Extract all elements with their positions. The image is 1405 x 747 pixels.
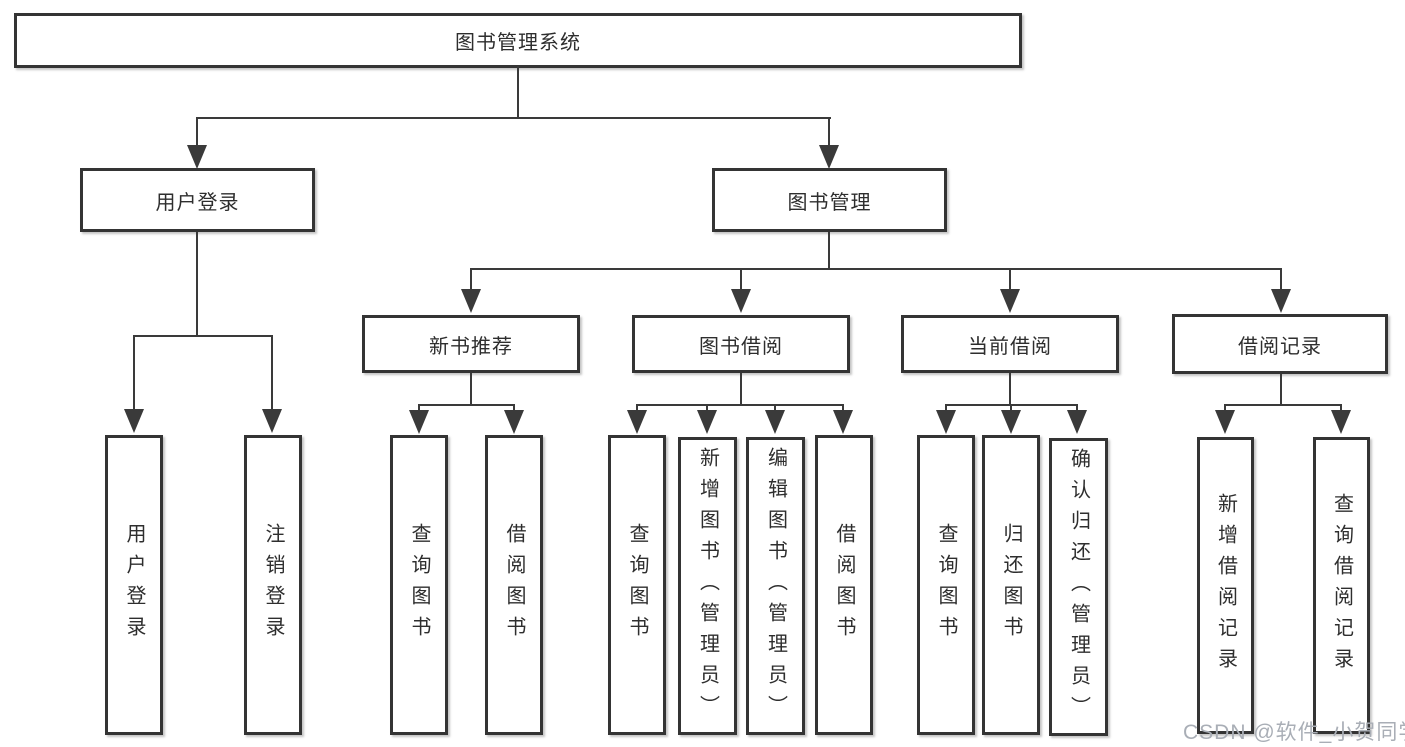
connector-line <box>1224 404 1226 411</box>
leaf-logout: 注销登录 <box>244 435 302 735</box>
connector-line <box>1280 374 1282 406</box>
leaf-add-borrow-record: 新增借阅记录 <box>1197 437 1254 734</box>
connector-line <box>1009 268 1011 290</box>
arrow-down-icon <box>833 410 853 434</box>
arrow-down-icon <box>819 145 839 169</box>
arrow-down-icon <box>1001 410 1021 434</box>
leaf-add-borrow-record-label: 新增借阅记录 <box>1214 492 1237 679</box>
csdn-watermark: CSDN @软件_小贺同学 <box>1183 721 1405 744</box>
leaf-query-books-recommend-label: 查询图书 <box>408 523 430 647</box>
arrow-down-icon <box>697 410 717 434</box>
connector-line <box>1076 404 1078 411</box>
node-borrow-records-label: 借阅记录 <box>1238 335 1322 358</box>
connector-line <box>418 404 420 411</box>
connector-line <box>706 404 708 411</box>
connector-line <box>636 404 844 406</box>
node-user-login-label: 用户登录 <box>155 191 240 214</box>
arrow-down-icon <box>1331 410 1351 434</box>
connector-line <box>945 404 947 411</box>
node-user-login: 用户登录 <box>80 168 315 232</box>
arrow-down-icon <box>731 289 751 313</box>
connector-line <box>740 268 742 290</box>
connector-line <box>470 268 472 290</box>
connector-line <box>517 66 519 118</box>
leaf-borrow-books: 借阅图书 <box>815 435 873 735</box>
connector-line <box>1009 373 1011 406</box>
leaf-user-login: 用户登录 <box>105 435 163 735</box>
connector-line <box>1224 404 1342 406</box>
connector-line <box>828 117 830 147</box>
connector-line <box>774 404 776 411</box>
connector-line <box>133 335 135 410</box>
connector-line <box>196 232 198 337</box>
arrow-down-icon <box>409 410 429 434</box>
node-current-borrow: 当前借阅 <box>901 315 1119 373</box>
leaf-query-borrow-record: 查询借阅记录 <box>1313 437 1370 734</box>
connector-line <box>470 268 1281 270</box>
leaf-user-login-label: 用户登录 <box>123 523 145 647</box>
leaf-logout-label: 注销登录 <box>262 523 284 647</box>
arrow-down-icon <box>262 409 282 433</box>
leaf-confirm-return-admin-label: 确认归还（管理员） <box>1067 447 1090 727</box>
arrow-down-icon <box>504 410 524 434</box>
arrow-down-icon <box>936 410 956 434</box>
connector-line <box>636 404 638 411</box>
arrow-down-icon <box>765 410 785 434</box>
leaf-query-books-recommend: 查询图书 <box>390 435 448 735</box>
node-new-book-recommend: 新书推荐 <box>362 315 580 373</box>
leaf-query-books-current: 查询图书 <box>917 435 975 735</box>
connector-line <box>740 373 742 406</box>
connector-line <box>133 335 273 337</box>
connector-line <box>418 404 515 406</box>
arrow-down-icon <box>461 289 481 313</box>
node-book-management-label: 图书管理 <box>787 191 872 214</box>
leaf-confirm-return-admin: 确认归还（管理员） <box>1049 438 1108 736</box>
node-root: 图书管理系统 <box>14 13 1022 68</box>
connector-line <box>470 373 472 406</box>
connector-line <box>196 117 198 147</box>
arrow-down-icon <box>1271 289 1291 313</box>
leaf-return-books-label: 归还图书 <box>1000 523 1022 647</box>
leaf-borrow-books-recommend-label: 借阅图书 <box>503 523 525 647</box>
connector-line <box>513 404 515 411</box>
leaf-query-books-current-label: 查询图书 <box>935 523 957 647</box>
connector-line <box>271 335 273 410</box>
arrow-down-icon <box>1215 410 1235 434</box>
leaf-query-books-borrow: 查询图书 <box>608 435 666 735</box>
connector-line <box>828 232 830 269</box>
connector-line <box>842 404 844 411</box>
arrow-down-icon <box>1067 410 1087 434</box>
leaf-query-borrow-record-label: 查询借阅记录 <box>1330 492 1353 679</box>
connector-line <box>1340 404 1342 411</box>
arrow-down-icon <box>1000 289 1020 313</box>
leaf-return-books: 归还图书 <box>982 435 1040 735</box>
leaf-borrow-books-label: 借阅图书 <box>833 523 855 647</box>
arrow-down-icon <box>124 409 144 433</box>
leaf-edit-books-admin-label: 编辑图书（管理员） <box>764 446 787 726</box>
connector-line <box>1010 404 1012 411</box>
node-book-borrow: 图书借阅 <box>632 315 850 373</box>
node-borrow-records: 借阅记录 <box>1172 314 1388 374</box>
leaf-edit-books-admin: 编辑图书（管理员） <box>746 437 805 735</box>
arrow-down-icon <box>627 410 647 434</box>
connector-line <box>196 117 831 119</box>
node-root-label: 图书管理系统 <box>455 32 581 54</box>
leaf-borrow-books-recommend: 借阅图书 <box>485 435 543 735</box>
node-new-book-recommend-label: 新书推荐 <box>429 335 513 358</box>
node-current-borrow-label: 当前借阅 <box>968 335 1052 358</box>
connector-line <box>1280 268 1282 290</box>
leaf-query-books-borrow-label: 查询图书 <box>626 523 648 647</box>
node-book-borrow-label: 图书借阅 <box>699 335 783 358</box>
node-book-management: 图书管理 <box>712 168 947 232</box>
leaf-add-books-admin-label: 新增图书（管理员） <box>696 446 719 726</box>
leaf-add-books-admin: 新增图书（管理员） <box>678 437 737 735</box>
arrow-down-icon <box>187 145 207 169</box>
